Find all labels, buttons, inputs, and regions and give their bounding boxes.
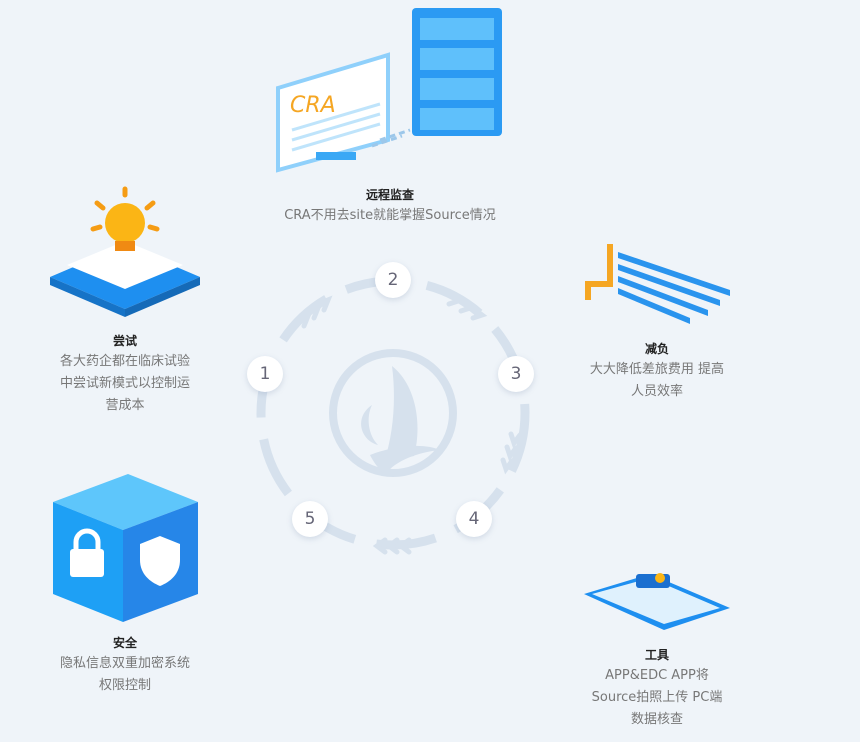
step-2-badge: 2	[375, 262, 411, 298]
step-4-badge: 4	[456, 501, 492, 537]
tablet-camera-icon	[584, 573, 730, 630]
lock-icon	[70, 528, 104, 577]
step-1-badge: 1	[247, 356, 283, 392]
step-5-badge: 5	[292, 501, 328, 537]
remote-monitor-icon: CRA	[276, 8, 502, 173]
step-1-text: 尝试 各大药企都在临床试验中尝试新模式以控制运营成本	[59, 334, 190, 413]
chevron-arrows	[295, 292, 523, 555]
stairs-icon	[585, 244, 730, 324]
lightbulb-icon	[50, 186, 200, 317]
security-cube-icon	[53, 474, 198, 622]
sailboat-logo	[329, 349, 457, 477]
svg-text:CRA: CRA	[290, 93, 336, 118]
step-5-text: 安全 隐私信息双重加密系统权限控制	[59, 636, 190, 693]
step-3-badge: 3	[498, 356, 534, 392]
step-3-text: 减负 大大降低差旅费用 提高人员效率	[589, 342, 725, 399]
shield-icon	[140, 536, 180, 586]
